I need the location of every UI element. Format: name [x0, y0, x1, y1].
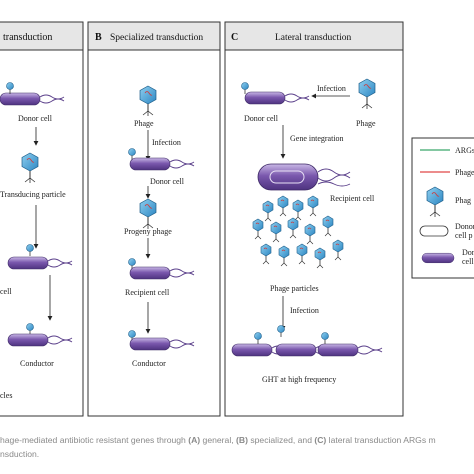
legend-phage: Phag — [455, 196, 471, 205]
panel-b-header — [87, 21, 221, 51]
c-phage-label: Phage — [356, 119, 376, 128]
legend-frame — [411, 137, 474, 279]
a-cell-label: cell — [0, 287, 12, 296]
panel-c: C Lateral transduction Infection Donor c… — [224, 21, 404, 417]
c-recipient-label: Recipient cell — [330, 194, 375, 203]
donor-dna-swatch-icon — [419, 225, 449, 237]
panel-a-title: transduction — [3, 32, 52, 43]
b-donor-label: Donor cell — [150, 177, 185, 186]
panel-c-frame — [224, 21, 404, 417]
legend-cell-p: cell p — [455, 231, 473, 240]
c-infection-label: Infection — [317, 84, 346, 93]
legend: ARGs Phage Phag Donor c cell p Don cell — [411, 137, 474, 279]
panel-b: B Specialized transduction Phage Infecti… — [87, 21, 221, 417]
b-recipient-label: Recipient cell — [125, 288, 170, 297]
c-particles-label: Phage particles — [270, 284, 319, 293]
caption-line-1: hage-mediated antibiotic resistant genes… — [0, 435, 436, 445]
b-infection-label: Infection — [152, 138, 181, 147]
legend-args: ARGs — [455, 146, 474, 155]
legend-phage-dna: Phage — [455, 168, 474, 177]
a-conductor-label: Conductor — [20, 359, 54, 368]
panel-b-letter: B — [95, 32, 102, 43]
panel-b-frame — [87, 21, 221, 417]
panel-c-title: Lateral transduction — [275, 33, 351, 43]
panel-b-title: Specialized transduction — [110, 33, 203, 43]
panel-c-header — [224, 21, 404, 51]
c-integration-label: Gene integration — [290, 134, 344, 143]
a-donor-label: Donor cell — [18, 114, 53, 123]
c-donor-label: Donor cell — [244, 114, 279, 123]
a-transducing-label: Transducing particle — [0, 190, 66, 199]
b-progeny-label: Progeny phage — [124, 227, 172, 236]
a-cles-label: cles — [0, 391, 12, 400]
b-conductor-label: Conductor — [132, 359, 166, 368]
legend-cell: cell — [462, 257, 474, 266]
legend-don: Don — [462, 248, 474, 257]
legend-donor-cell-icon — [421, 252, 455, 264]
caption-line-2: nsduction. — [0, 449, 39, 459]
legend-donor-c: Donor c — [455, 222, 474, 231]
panel-a: transduction Donor cell Transducing part… — [0, 21, 84, 417]
c-infection2-label: Infection — [290, 306, 319, 315]
c-large-recipient-cell-icon — [257, 163, 351, 191]
b-phage-label: Phage — [134, 119, 154, 128]
c-ght-label: GHT at high frequency — [262, 375, 336, 384]
panel-a-header — [0, 21, 84, 51]
panel-c-letter: C — [231, 32, 238, 43]
panel-a-frame — [0, 21, 84, 417]
